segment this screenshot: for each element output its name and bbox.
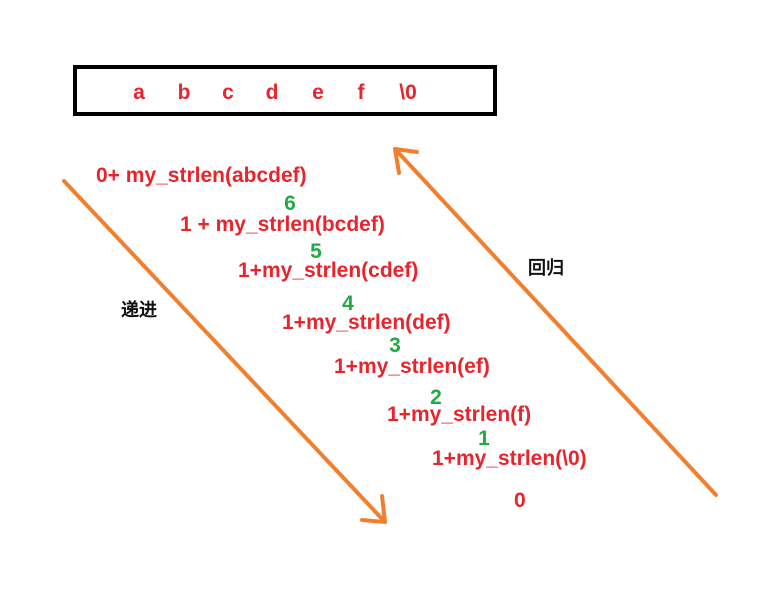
char-d: d [265,81,279,104]
return-value-4: 4 [342,292,354,315]
base-case-value: 0 [514,489,526,512]
call-level-0: 0+ my_strlen(abcdef) [96,164,307,187]
call-level-2: 1+my_strlen(cdef) [238,259,419,282]
return-value-5: 5 [310,240,322,263]
recurse-arrow [62,179,387,524]
return-arrow [393,147,718,497]
call-level-5: 1+my_strlen(f) [387,403,532,426]
return-value-2: 2 [430,386,442,409]
return-value-1: 1 [478,427,490,450]
call-level-1: 1 + my_strlen(bcdef) [180,213,385,236]
call-level-3: 1+my_strlen(def) [282,311,451,334]
char-a: a [133,81,145,104]
return-value-3: 3 [389,334,401,357]
return-value-6: 6 [284,192,296,215]
call-level-6: 1+my_strlen(\0) [432,447,587,470]
call-level-4: 1+my_strlen(ef) [334,355,490,378]
char-b: b [177,81,191,104]
char-e: e [312,81,324,104]
recurse-label: 递进 [121,300,157,321]
char-f: f [357,81,365,104]
char-c: c [222,81,234,104]
return-label: 回归 [528,258,564,279]
string-array-box [73,65,497,116]
char-null: \0 [399,81,417,104]
